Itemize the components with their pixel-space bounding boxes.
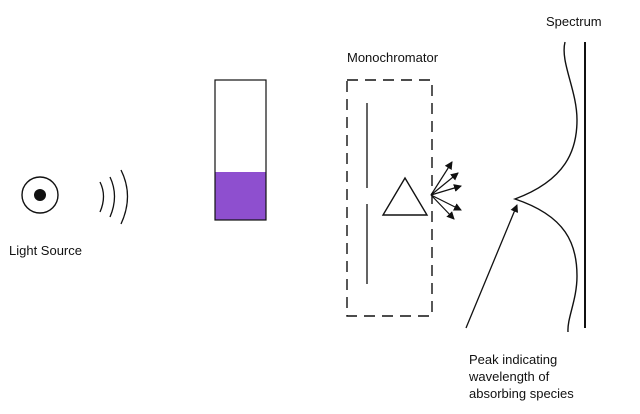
dispersed-rays — [430, 161, 462, 220]
peak-annotation-line-2: wavelength of — [469, 369, 550, 384]
cuvette-outline — [214, 79, 267, 221]
peak-annotation-line-3: absorbing species — [469, 386, 574, 401]
cuvette — [214, 79, 267, 221]
spectrum-curve — [512, 41, 578, 333]
monochromator-box — [346, 79, 433, 317]
peak-annotation-line-1: Peak indicating — [469, 352, 558, 367]
light-source-icon — [21, 176, 59, 214]
prism-icon — [381, 176, 429, 216]
peak-annotation: Peak indicating wavelength of absorbing … — [469, 351, 619, 402]
light-waves — [99, 169, 129, 225]
spectrum-label: Spectrum — [546, 14, 602, 29]
monochromator-label: Monochromator — [347, 50, 439, 65]
cuvette-solution — [215, 172, 266, 220]
light-source-label: Light Source — [9, 243, 82, 258]
peak-pointer-arrow — [465, 204, 519, 329]
